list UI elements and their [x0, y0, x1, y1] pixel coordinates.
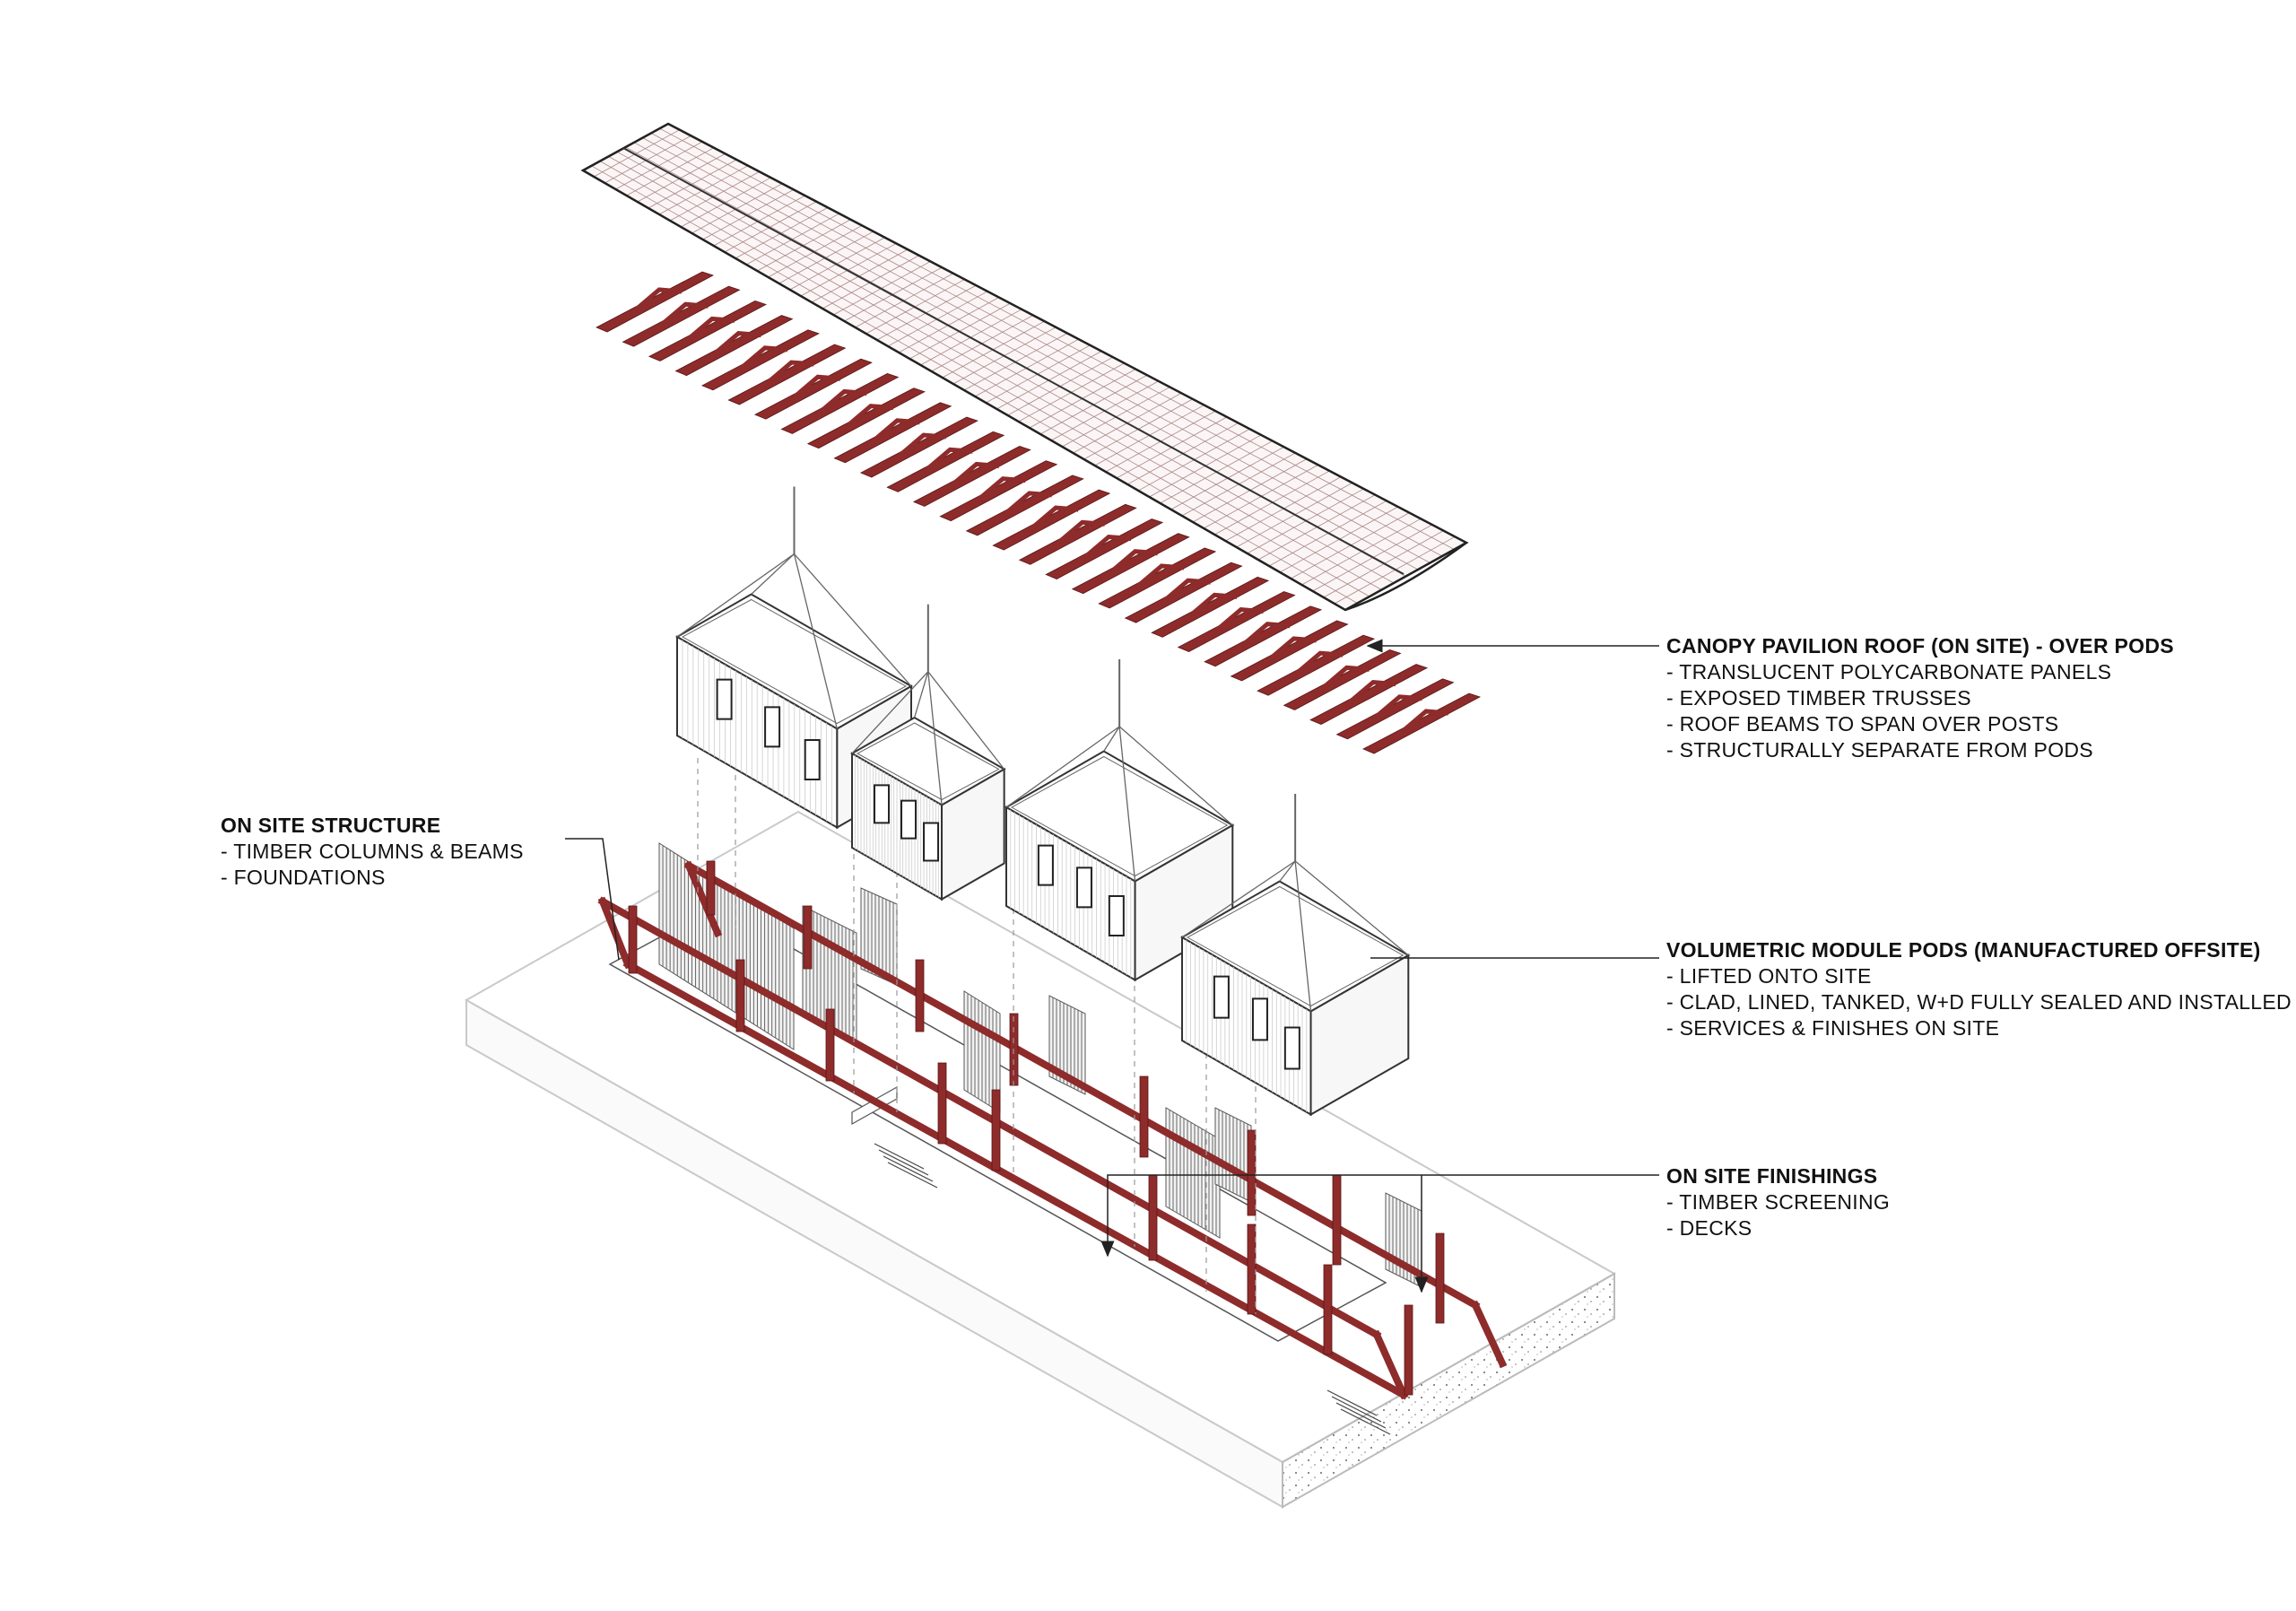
- structure-label-item: - FOUNDATIONS: [221, 866, 386, 889]
- timber-trusses: [596, 271, 1482, 754]
- truss: [1018, 503, 1137, 565]
- timber-beam: [683, 860, 1481, 1311]
- timber-columns-beams: [597, 860, 1508, 1400]
- truss: [1071, 533, 1190, 595]
- leader-lines: [565, 639, 1659, 1293]
- timber-beam: [1470, 1300, 1508, 1369]
- timber-column: [1139, 1075, 1149, 1158]
- roof-canopy: [580, 122, 1469, 612]
- pods-label-item: - CLAD, LINED, TANKED, W+D FULLY SEALED …: [1666, 990, 2292, 1014]
- volumetric-pods: [674, 486, 1411, 1117]
- truss: [1177, 591, 1296, 652]
- truss: [1124, 562, 1243, 623]
- truss: [806, 388, 926, 449]
- pod-2: [849, 604, 1006, 901]
- truss: [965, 475, 1084, 536]
- finishings-leader: [1100, 1174, 1659, 1258]
- timber-column: [915, 959, 925, 1032]
- timber-column: [706, 860, 716, 916]
- roof-label: CANOPY PAVILION ROOF (ON SITE) - OVER PO…: [1666, 633, 2174, 763]
- timber-column: [803, 905, 813, 970]
- timber-column: [825, 1008, 835, 1082]
- truss: [912, 446, 1031, 507]
- timber-column: [1332, 1174, 1342, 1266]
- truss: [1098, 547, 1217, 609]
- roof-label-item: - ROOF BEAMS TO SPAN OVER POSTS: [1666, 712, 2059, 736]
- pods-label-title: VOLUMETRIC MODULE PODS (MANUFACTURED OFF…: [1666, 938, 2261, 962]
- roof-label-item: - EXPOSED TIMBER TRUSSES: [1666, 686, 1971, 710]
- structure-leader: [565, 838, 620, 961]
- truss: [727, 344, 847, 405]
- truss: [1362, 692, 1482, 754]
- truss: [833, 402, 952, 464]
- truss: [1335, 678, 1455, 740]
- timber-beam: [1371, 1329, 1409, 1400]
- truss: [1309, 664, 1429, 726]
- finishings-label: ON SITE FINISHINGS - TIMBER SCREENING - …: [1666, 1163, 1890, 1241]
- truss: [753, 358, 873, 420]
- roof-label-item: - TRANSLUCENT POLYCARBONATE PANELS: [1666, 660, 2112, 684]
- roof-label-item: - STRUCTURALLY SEPARATE FROM PODS: [1666, 738, 2093, 762]
- timber-column: [735, 959, 745, 1032]
- timber-beam: [683, 860, 723, 938]
- pod-4: [1179, 794, 1411, 1117]
- pods-label: VOLUMETRIC MODULE PODS (MANUFACTURED OFF…: [1666, 937, 2292, 1041]
- screen-panel: [658, 842, 795, 1050]
- truss: [596, 271, 715, 333]
- truss: [622, 285, 741, 347]
- structure-label-title: ON SITE STRUCTURE: [221, 814, 441, 837]
- finishings-label-item: - DECKS: [1666, 1216, 1752, 1240]
- timber-column: [1435, 1232, 1445, 1324]
- truss: [780, 373, 900, 434]
- timber-column: [1247, 1223, 1257, 1315]
- finishings-label-item: - TIMBER SCREENING: [1666, 1190, 1891, 1214]
- roof-label-title: CANOPY PAVILION ROOF (ON SITE) - OVER PO…: [1666, 634, 2174, 657]
- timber-column: [1404, 1304, 1413, 1396]
- truss: [648, 300, 767, 361]
- timber-column: [1148, 1174, 1158, 1261]
- truss: [1045, 518, 1164, 579]
- timber-column: [991, 1089, 1001, 1171]
- timber-column: [1323, 1264, 1333, 1355]
- timber-column: [937, 1062, 947, 1145]
- timber-screening: [658, 842, 1422, 1288]
- truss: [1257, 634, 1376, 696]
- truss: [700, 329, 820, 391]
- timber-column: [628, 905, 638, 974]
- truss: [939, 460, 1058, 522]
- truss: [1204, 605, 1323, 667]
- pods-label-item: - SERVICES & FINISHES ON SITE: [1666, 1016, 2000, 1040]
- pod-3: [1004, 659, 1235, 982]
- timber-beam: [622, 959, 1409, 1400]
- truss: [859, 416, 978, 478]
- structure-label: ON SITE STRUCTURE - TIMBER COLUMNS & BEA…: [221, 813, 524, 891]
- truss: [992, 489, 1111, 551]
- pods-label-item: - LIFTED ONTO SITE: [1666, 964, 1872, 988]
- truss: [1151, 576, 1270, 638]
- finishings-label-title: ON SITE FINISHINGS: [1666, 1164, 1878, 1188]
- truss: [886, 431, 1005, 492]
- timber-column: [1247, 1129, 1257, 1216]
- truss: [1283, 649, 1402, 710]
- truss: [1230, 620, 1349, 682]
- truss: [674, 315, 794, 377]
- structure-label-item: - TIMBER COLUMNS & BEAMS: [221, 840, 524, 863]
